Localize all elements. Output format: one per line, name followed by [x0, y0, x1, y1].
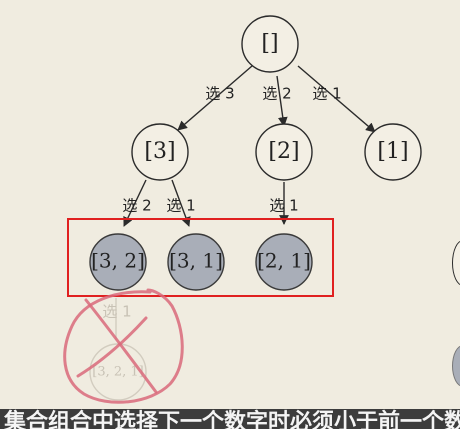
node-2-1: [2, 1] — [255, 233, 313, 291]
pruned-branch: 选 1 [3, 2, 1] — [89, 298, 147, 401]
cross-out-scribble — [63, 288, 184, 404]
subtitle-bar: 集合组合中选择下一个数字时必须小于前一个数 — [0, 409, 460, 429]
edge-label-root-2: 选 2 — [262, 85, 291, 103]
edge-label-root-1: 选 1 — [312, 85, 341, 103]
edge-root-3 — [177, 65, 253, 131]
node-2-1-label: [2, 1] — [257, 249, 311, 273]
node-3-2-1-label: [3, 2, 1] — [92, 365, 144, 380]
node-3: [3] — [131, 123, 189, 181]
node-3-2-label: [3, 2] — [91, 249, 145, 273]
node-1: [1] — [364, 123, 422, 181]
edge-label-n32-1: 选 1 — [102, 303, 131, 321]
node-root-label: [] — [261, 31, 278, 56]
node-3-2: [3, 2] — [89, 233, 147, 291]
edge-root-1 — [297, 65, 376, 133]
subtitle-text: 集合组合中选择下一个数字时必须小于前一个数 — [4, 410, 460, 429]
node-root: [] — [241, 15, 299, 73]
edge-label-root-3: 选 3 — [205, 85, 234, 103]
node-3-1: [3, 1] — [167, 233, 225, 291]
edge-root-2 — [276, 75, 288, 127]
highlight-box — [67, 218, 334, 297]
node-2: [2] — [255, 123, 313, 181]
edge-label-n3-1: 选 1 — [166, 197, 195, 215]
node-1-label: [1] — [377, 139, 408, 164]
node-3-label: [3] — [144, 139, 175, 164]
edge-label-n3-2: 选 2 — [122, 197, 151, 215]
node-3-1-label: [3, 1] — [169, 249, 223, 273]
node-2-label: [2] — [268, 139, 299, 164]
edge-label-n2-1: 选 1 — [269, 197, 298, 215]
